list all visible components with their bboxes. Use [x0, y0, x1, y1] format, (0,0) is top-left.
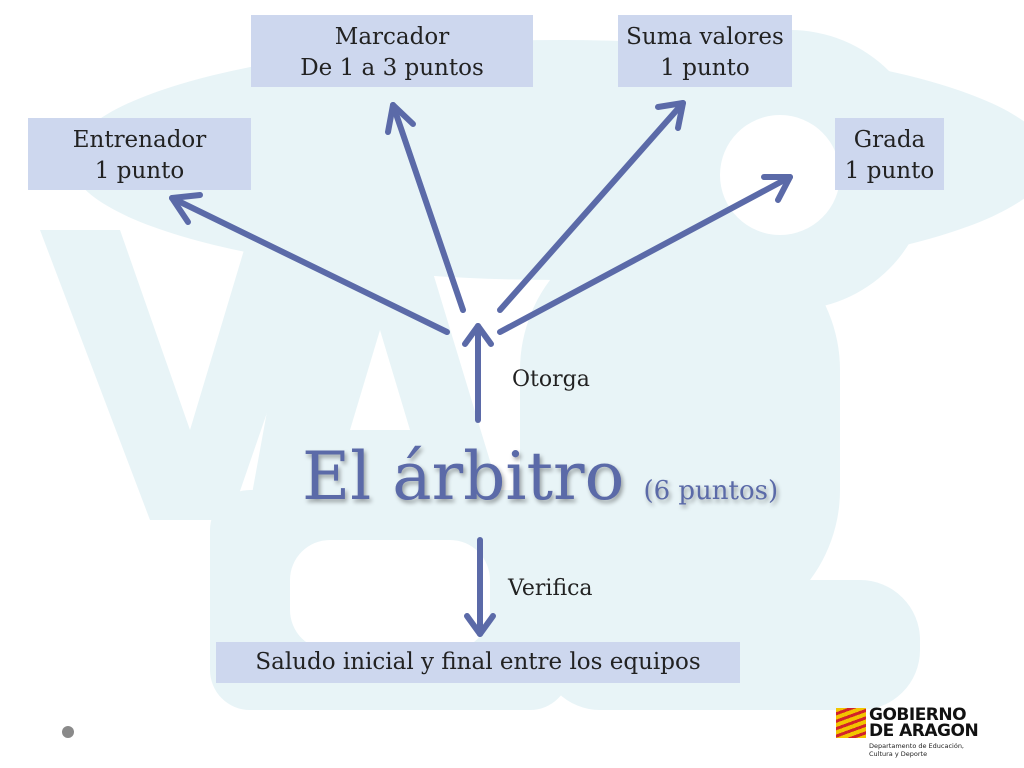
box-marcador-title: Marcador: [334, 24, 450, 50]
title-main: El árbitro: [302, 438, 625, 515]
box-marcador-points: De 1 a 3 puntos: [300, 55, 484, 81]
logo-line1: GOBIERNO: [869, 705, 967, 725]
arrow-to-entrenador: [169, 192, 450, 335]
box-grada-points: 1 punto: [844, 158, 935, 184]
arrow-otorga-up: [462, 323, 494, 423]
box-marcador: Marcador De 1 a 3 puntos: [251, 15, 533, 87]
box-grada: Grada 1 punto: [835, 118, 944, 190]
box-grada-title: Grada: [853, 127, 926, 153]
box-suma-valores: Suma valores 1 punto: [618, 15, 792, 87]
title-sub: (6 puntos): [643, 476, 779, 506]
label-verifica: Verifica: [508, 576, 593, 601]
slide-bullet-dot: [62, 726, 74, 738]
diagram-title: El árbitro (6 puntos): [302, 438, 778, 515]
box-entrenador: Entrenador 1 punto: [28, 118, 251, 190]
label-otorga: Otorga: [512, 367, 590, 392]
box-entrenador-points: 1 punto: [94, 158, 185, 184]
box-saludo: Saludo inicial y final entre los equipos: [216, 642, 740, 683]
gobierno-aragon-logo: GOBIERNO DE ARAGON Departamento de Educa…: [836, 705, 986, 758]
logo-line3: Departamento de Educación, Cultura y Dep…: [869, 742, 965, 758]
logo-line2: DE ARAGON: [869, 721, 979, 741]
box-entrenador-title: Entrenador: [72, 127, 207, 153]
box-saludo-text: Saludo inicial y final entre los equipos: [255, 649, 701, 675]
arrow-to-marcador: [385, 102, 466, 313]
aragon-flag-icon: [836, 708, 866, 738]
box-suma-valores-points: 1 punto: [660, 55, 750, 81]
box-suma-valores-title: Suma valores: [626, 24, 784, 50]
arrow-to-grada: [497, 174, 793, 335]
arrow-to-suma-valores: [497, 100, 686, 313]
arrow-verifica-down: [464, 537, 496, 637]
